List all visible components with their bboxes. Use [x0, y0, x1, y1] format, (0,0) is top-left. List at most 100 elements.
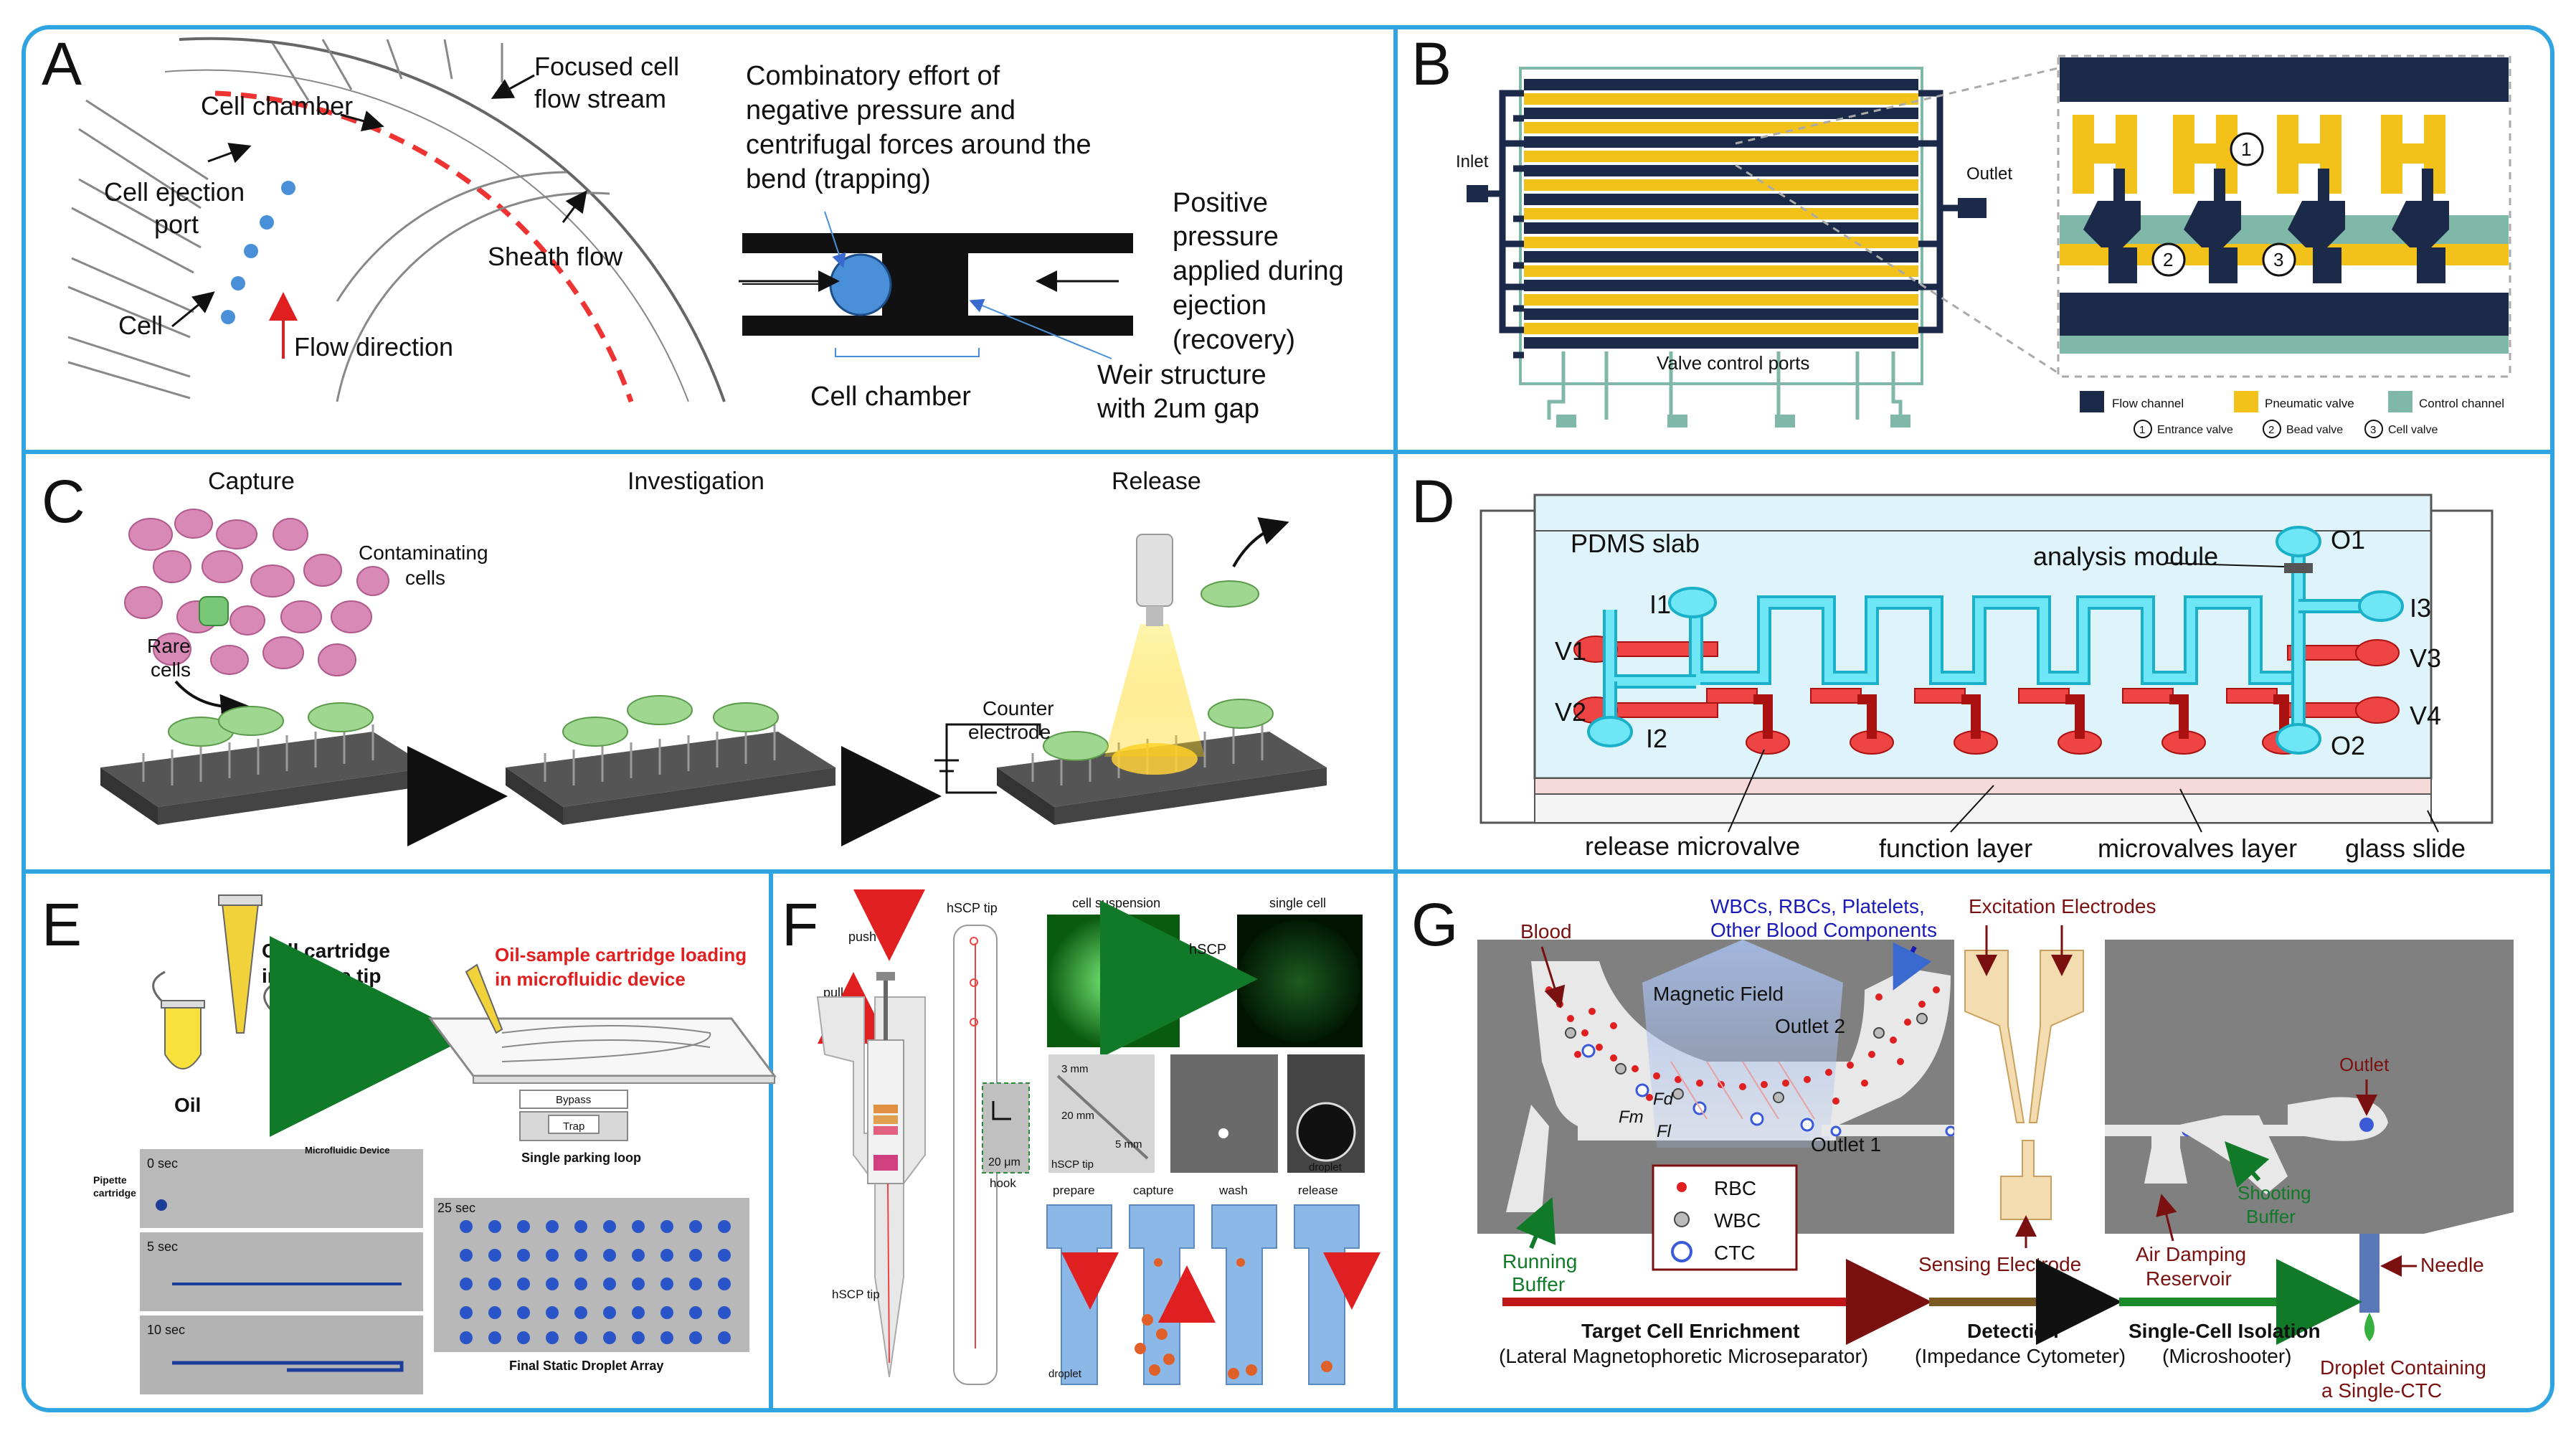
label-droplet-1: droplet	[1309, 1161, 1343, 1173]
label-fm: Fm	[1619, 1108, 1644, 1127]
legend-num-1: 1	[2139, 424, 2145, 436]
label-investigation: Investigation	[628, 468, 764, 495]
label-mm5: 5 mm	[1115, 1138, 1142, 1151]
oil-tube	[152, 970, 205, 1069]
label-final: Final Static Droplet Array	[509, 1359, 663, 1373]
label-pos-5: (recovery)	[1173, 325, 1295, 355]
label-comb-2: negative pressure and	[746, 95, 1015, 126]
label-focused-1: Focused cell	[534, 52, 679, 81]
label-excitation: Excitation Electrodes	[1969, 895, 2156, 917]
legend-pneumatic: Pneumatic valve	[2265, 397, 2354, 410]
label-weir-1: Weir structure	[1097, 360, 1266, 390]
label-cell-chamber: Cell chamber	[201, 91, 353, 121]
label-comb-4: bend (trapping)	[746, 164, 931, 194]
b-legend: Flow channel Pneumatic valve Control cha…	[2080, 391, 2504, 438]
label-v2: V2	[1555, 697, 1586, 727]
label-parking: Single parking loop	[521, 1151, 641, 1165]
label-wbc-2: Other Blood Components	[1710, 919, 1937, 941]
panel-letter-e: E	[42, 891, 82, 958]
label-counter-1: Counter	[982, 697, 1054, 719]
label-weir-2: with 2um gap	[1097, 394, 1259, 424]
device-3d	[428, 1017, 777, 1084]
label-hscp: hSCP	[864, 901, 898, 915]
label-cart-2: in pipette tip	[262, 965, 381, 987]
label-t0: 0 sec	[147, 1156, 178, 1171]
legend-ctc: CTC	[1714, 1242, 1756, 1264]
pipette-tip	[218, 894, 262, 1034]
label-flow-direction: Flow direction	[294, 332, 453, 362]
outer-frame	[22, 25, 2554, 1412]
legend-num-3: 3	[2370, 424, 2376, 436]
num-1: 1	[2241, 138, 2251, 160]
valve-chip: Inlet Outlet Valve control ports	[1456, 67, 2012, 428]
label-cart-1: Cell cartridge	[262, 940, 390, 962]
panel-f: F hSCP hSCP tip push pull hSCP tip 20 μm…	[782, 889, 1381, 1385]
label-contam-1: Contaminating	[359, 542, 488, 564]
label-sheath: Sheath flow	[488, 242, 623, 271]
legend-num-2: 2	[2268, 424, 2274, 436]
label-i3: I3	[2410, 593, 2431, 623]
label-micro-dev: Microfluidic Device	[305, 1145, 389, 1156]
label-air-2: Reservoir	[2146, 1267, 2232, 1290]
label-oil-load-2: in microfluidic device	[495, 968, 686, 990]
label-cells: Cells	[269, 1089, 317, 1111]
cells-tube	[263, 981, 320, 1087]
panel-letter-b: B	[1411, 30, 1452, 98]
panel-d: D	[1411, 468, 2494, 863]
label-mm20: 20 mm	[1061, 1110, 1094, 1122]
label-running-1: Running	[1502, 1250, 1577, 1272]
platform-3	[997, 517, 1327, 825]
label-um20: 20 μm	[988, 1156, 1021, 1168]
hscp-device	[816, 972, 926, 1378]
b-zoom-detail: 1 2 3	[2057, 55, 2511, 378]
label-outlet2: Outlet 2	[1775, 1015, 1845, 1037]
label-pipette-1: Pipette	[93, 1174, 127, 1186]
label-o2: O2	[2331, 731, 2365, 760]
label-contam-2: cells	[405, 567, 445, 589]
num-2: 2	[2163, 249, 2173, 270]
label-outlet: Outlet	[1966, 164, 2012, 184]
label-oil-load-1: Oil-sample cartridge loading	[495, 944, 747, 965]
label-i1: I1	[1649, 590, 1671, 619]
panel-letter-d: D	[1411, 468, 1455, 535]
label-shooting-1: Shooting	[2238, 1182, 2311, 1204]
label-air-1: Air Damping	[2136, 1243, 2246, 1265]
panel-a: A Cell chamber Focused cell flow s	[42, 30, 1344, 424]
label-focused-2: flow stream	[534, 84, 666, 113]
label-valve-ports: Valve control ports	[1657, 352, 1809, 374]
panel-letter-a: A	[42, 30, 82, 98]
label-wbc-1: WBCs, RBCs, Platelets,	[1710, 895, 1925, 917]
label-pipette-2: cartridge	[93, 1187, 136, 1199]
label-droplet-g-1: Droplet Containing	[2320, 1356, 2486, 1379]
label-shooting-2: Buffer	[2246, 1206, 2296, 1227]
label-pos-1: Positive	[1173, 188, 1268, 218]
label-chamber-2: Cell chamber	[810, 382, 971, 412]
label-ejection-2: port	[154, 209, 199, 239]
label-pdms: PDMS slab	[1571, 529, 1700, 558]
panel-letter-f: F	[782, 891, 818, 958]
label-inlet: Inlet	[1456, 152, 1489, 171]
label-ejection-1: Cell ejection	[104, 177, 245, 207]
label-outlet-right: Outlet	[2339, 1054, 2390, 1075]
label-stage3-sub: (Microshooter)	[2162, 1345, 2291, 1367]
g-legend: RBC WBC CTC	[1652, 1164, 1798, 1271]
timelapse: 0 sec 5 sec 10 sec Microfluidic Device	[140, 1145, 423, 1394]
label-stage2: Detection	[1967, 1320, 2059, 1342]
label-t5: 5 sec	[147, 1239, 178, 1254]
label-comb-1: Combinatory effort of	[746, 61, 1000, 91]
label-cell: Cell	[118, 311, 163, 340]
label-push: push	[848, 930, 876, 944]
label-blood: Blood	[1520, 920, 1572, 943]
label-sensing: Sensing Electrode	[1918, 1253, 2081, 1275]
num-3: 3	[2273, 249, 2283, 270]
label-stage1: Target Cell Enrichment	[1581, 1320, 1799, 1342]
label-hscp-tip-2: hSCP tip	[1051, 1158, 1094, 1171]
panel-letter-c: C	[42, 468, 85, 535]
label-t10: 10 sec	[147, 1323, 185, 1337]
label-single-cell: single cell	[1269, 896, 1326, 910]
label-pos-2: pressure	[1173, 222, 1279, 252]
label-counter-2: electrode	[968, 721, 1051, 743]
label-prepare: prepare	[1053, 1184, 1095, 1197]
label-pos-3: applied during	[1173, 256, 1344, 286]
